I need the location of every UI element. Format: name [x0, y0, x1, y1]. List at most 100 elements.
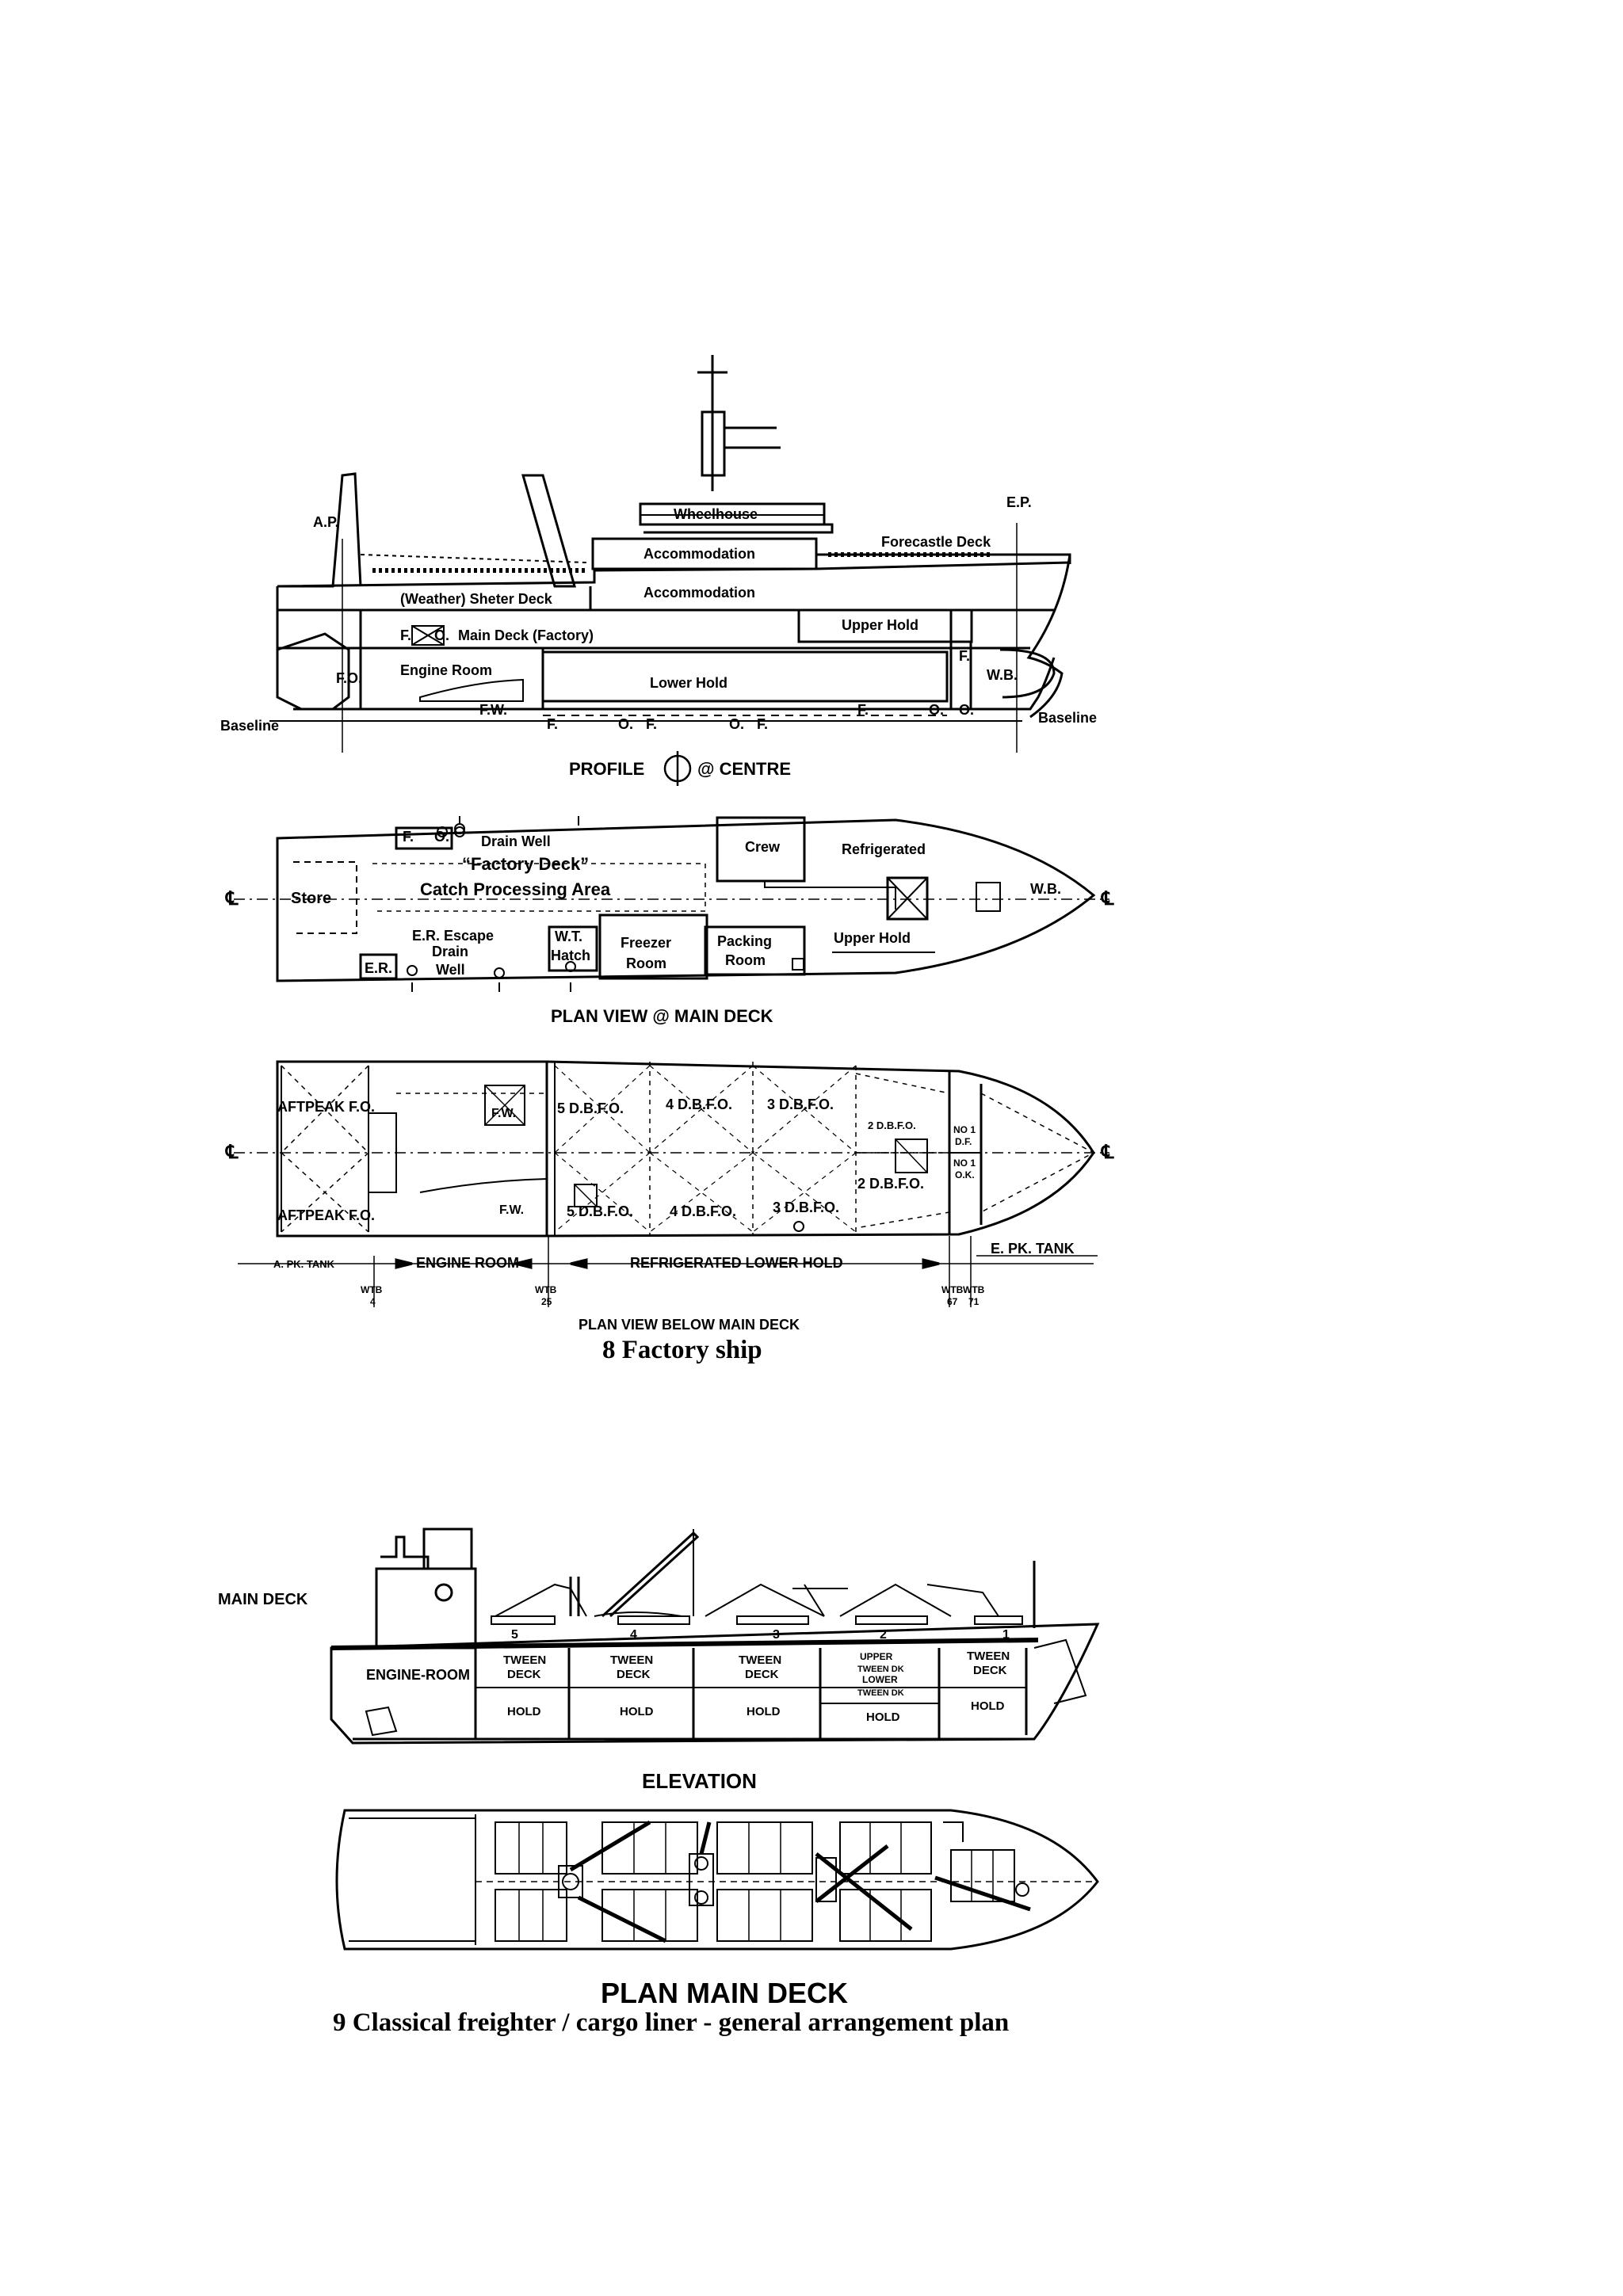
dbfo5-stbd-label: 5 D.B.F.O. [567, 1203, 633, 1219]
drain-well-top-label: Drain Well [481, 833, 551, 849]
wt-label: W.T. [555, 929, 582, 944]
profile-title: PROFILE @ CENTRE [569, 751, 791, 786]
hatch-number-3: 3 [773, 1628, 780, 1642]
er-label: E.R. [365, 960, 392, 976]
wtb-67-label: WTB [941, 1284, 964, 1295]
figure-8-caption: 8 Factory ship [602, 1336, 762, 1364]
hatch-number-1: 1 [1002, 1628, 1010, 1642]
wtb-4-number: 4 [370, 1296, 376, 1307]
well-label: Well [436, 962, 465, 978]
lower-label: LOWER [862, 1674, 898, 1685]
cl-left-symbol: ℄ [225, 1142, 239, 1163]
tween-deck-3-b: DECK [745, 1668, 779, 1681]
freighter-elevation-labels: MAIN DECK ENGINE-ROOM 5 4 3 2 1 TWEEN DE… [218, 1591, 1010, 1793]
freighter-plan [335, 1809, 1099, 1951]
accommodation-upper-label: Accommodation [643, 546, 755, 562]
lower-hold-label: Lower Hold [650, 675, 727, 691]
baseline-left-label: Baseline [220, 718, 279, 734]
tween-dk-lower: TWEEN DK [857, 1688, 904, 1698]
dbfo4-stbd-label: 4 D.B.F.O. [670, 1203, 736, 1219]
catch-processing-label: Catch Processing Area [420, 879, 611, 899]
no1-df-b: D.F. [955, 1136, 972, 1147]
store-label: Store [291, 890, 331, 907]
dbfo2-stbd-label: 2 D.B.F.O. [857, 1176, 924, 1192]
forecastle-deck-label: Forecastle Deck [881, 534, 991, 550]
o-bottom-2: O. [729, 716, 744, 732]
tween-deck-5-b: DECK [507, 1668, 541, 1681]
profile-title-text: PROFILE [569, 759, 644, 779]
refrigerated-label: Refrigerated [842, 841, 926, 857]
ep-label: E.P. [1006, 494, 1032, 510]
fo-f-label: F. [400, 627, 411, 643]
tween-deck-1: TWEEN [967, 1650, 1010, 1663]
fw-port-label: F.W. [491, 1107, 516, 1120]
elevation-title: ELEVATION [642, 1769, 757, 1793]
shelter-deck-label: (Weather) Sheter Deck [400, 591, 553, 607]
wb-label: W.B. [1030, 881, 1061, 897]
factory-ship-profile-labels: A.P. E.P. Wheelhouse Accommodation Forec… [220, 494, 1097, 734]
figure-9-caption: 9 Classical freighter / cargo liner - ge… [333, 2008, 1010, 2037]
upper-hold-label: Upper Hold [842, 617, 918, 633]
no1-ok-b: O.K. [955, 1169, 975, 1180]
accommodation-lower-label: Accommodation [643, 585, 755, 601]
o-bottom-3: O. [929, 702, 944, 718]
wtb-25-label: WTB [535, 1284, 557, 1295]
crew-label: Crew [745, 839, 781, 855]
wtb-25-number: 25 [541, 1296, 552, 1307]
hold-3: HOLD [747, 1705, 781, 1718]
dbfo5-port-label: 5 D.B.F.O. [557, 1100, 624, 1116]
main-deck-label: MAIN DECK [218, 1591, 308, 1608]
factory-deck-label: “Factory Deck” [462, 854, 589, 874]
tween-deck-1-b: DECK [973, 1664, 1007, 1677]
main-deck-label: Main Deck (Factory) [458, 627, 594, 643]
packing-room-label: Room [725, 952, 766, 968]
aftpeak-port-label: AFTPEAK F.O. [277, 1099, 375, 1115]
fw-stbd-label: F.W. [499, 1203, 524, 1217]
refrigerated-lower-hold-label: REFRIGERATED LOWER HOLD [630, 1255, 843, 1271]
tween-deck-4-b: DECK [617, 1668, 651, 1681]
main-deck-plan [234, 816, 1109, 992]
main-deck-plan-title: PLAN VIEW @ MAIN DECK [551, 1006, 773, 1026]
fo-o-label: O. [434, 829, 449, 845]
wtb-4-label: WTB [361, 1284, 383, 1295]
cl-right-symbol: ℄ [1101, 888, 1114, 910]
cl-right-symbol: ℄ [1101, 1142, 1114, 1163]
wtb-71-label: WTB [963, 1284, 985, 1295]
engine-room-label: Engine Room [400, 662, 492, 678]
tween-deck-4: TWEEN [610, 1653, 653, 1667]
tween-dk-label: TWEEN DK [857, 1665, 904, 1674]
hold-5: HOLD [507, 1705, 541, 1718]
hatch-number-2: 2 [880, 1628, 887, 1642]
wheelhouse-label: Wheelhouse [674, 506, 758, 522]
f-bottom-3: F. [757, 716, 768, 732]
e-pk-tank-label: E. PK. TANK [991, 1241, 1075, 1257]
hatch-number-5: 5 [511, 1628, 518, 1642]
hatch-number-4: 4 [630, 1628, 637, 1642]
hold-1: HOLD [971, 1699, 1005, 1713]
f-bottom-1: F. [547, 716, 558, 732]
profile-title-suffix: @ CENTRE [697, 759, 791, 779]
fw-label: F.W. [479, 702, 507, 718]
f-fwd-label: F. [959, 648, 970, 664]
a-pk-tank-label: A. PK. TANK [273, 1258, 335, 1270]
fo-f-label: F. [403, 829, 414, 845]
upper-hold-label: Upper Hold [834, 930, 911, 946]
no1-ok-a: NO 1 [953, 1158, 976, 1169]
er-escape-label: E.R. Escape [412, 928, 494, 944]
below-deck-plan-labels: ℄ ℄ AFTPEAK F.O. AFTPEAK F.O. F.W. F.W. … [225, 1097, 1114, 1333]
fo-o-label: O. [434, 627, 449, 643]
packing-label: Packing [717, 933, 772, 949]
hold-4: HOLD [620, 1705, 654, 1718]
freighter-plan-title-group: PLAN MAIN DECK [601, 1977, 848, 2009]
freezer-room-label: Room [626, 955, 666, 971]
main-deck-plan-labels: ℄ ℄ F. O. Drain Well “Factory Deck” Catc… [225, 829, 1114, 1026]
freighter-elevation [330, 1527, 1100, 1745]
freezer-label: Freezer [621, 935, 671, 951]
ap-label: A.P. [313, 514, 339, 530]
f-bottom-4: F. [857, 702, 869, 718]
engine-room-label: ENGINE ROOM [416, 1255, 519, 1271]
below-deck-plan-title: PLAN VIEW BELOW MAIN DECK [579, 1317, 800, 1333]
wtb-71-number: 71 [968, 1296, 980, 1307]
o-bottom-1: O. [618, 716, 633, 732]
